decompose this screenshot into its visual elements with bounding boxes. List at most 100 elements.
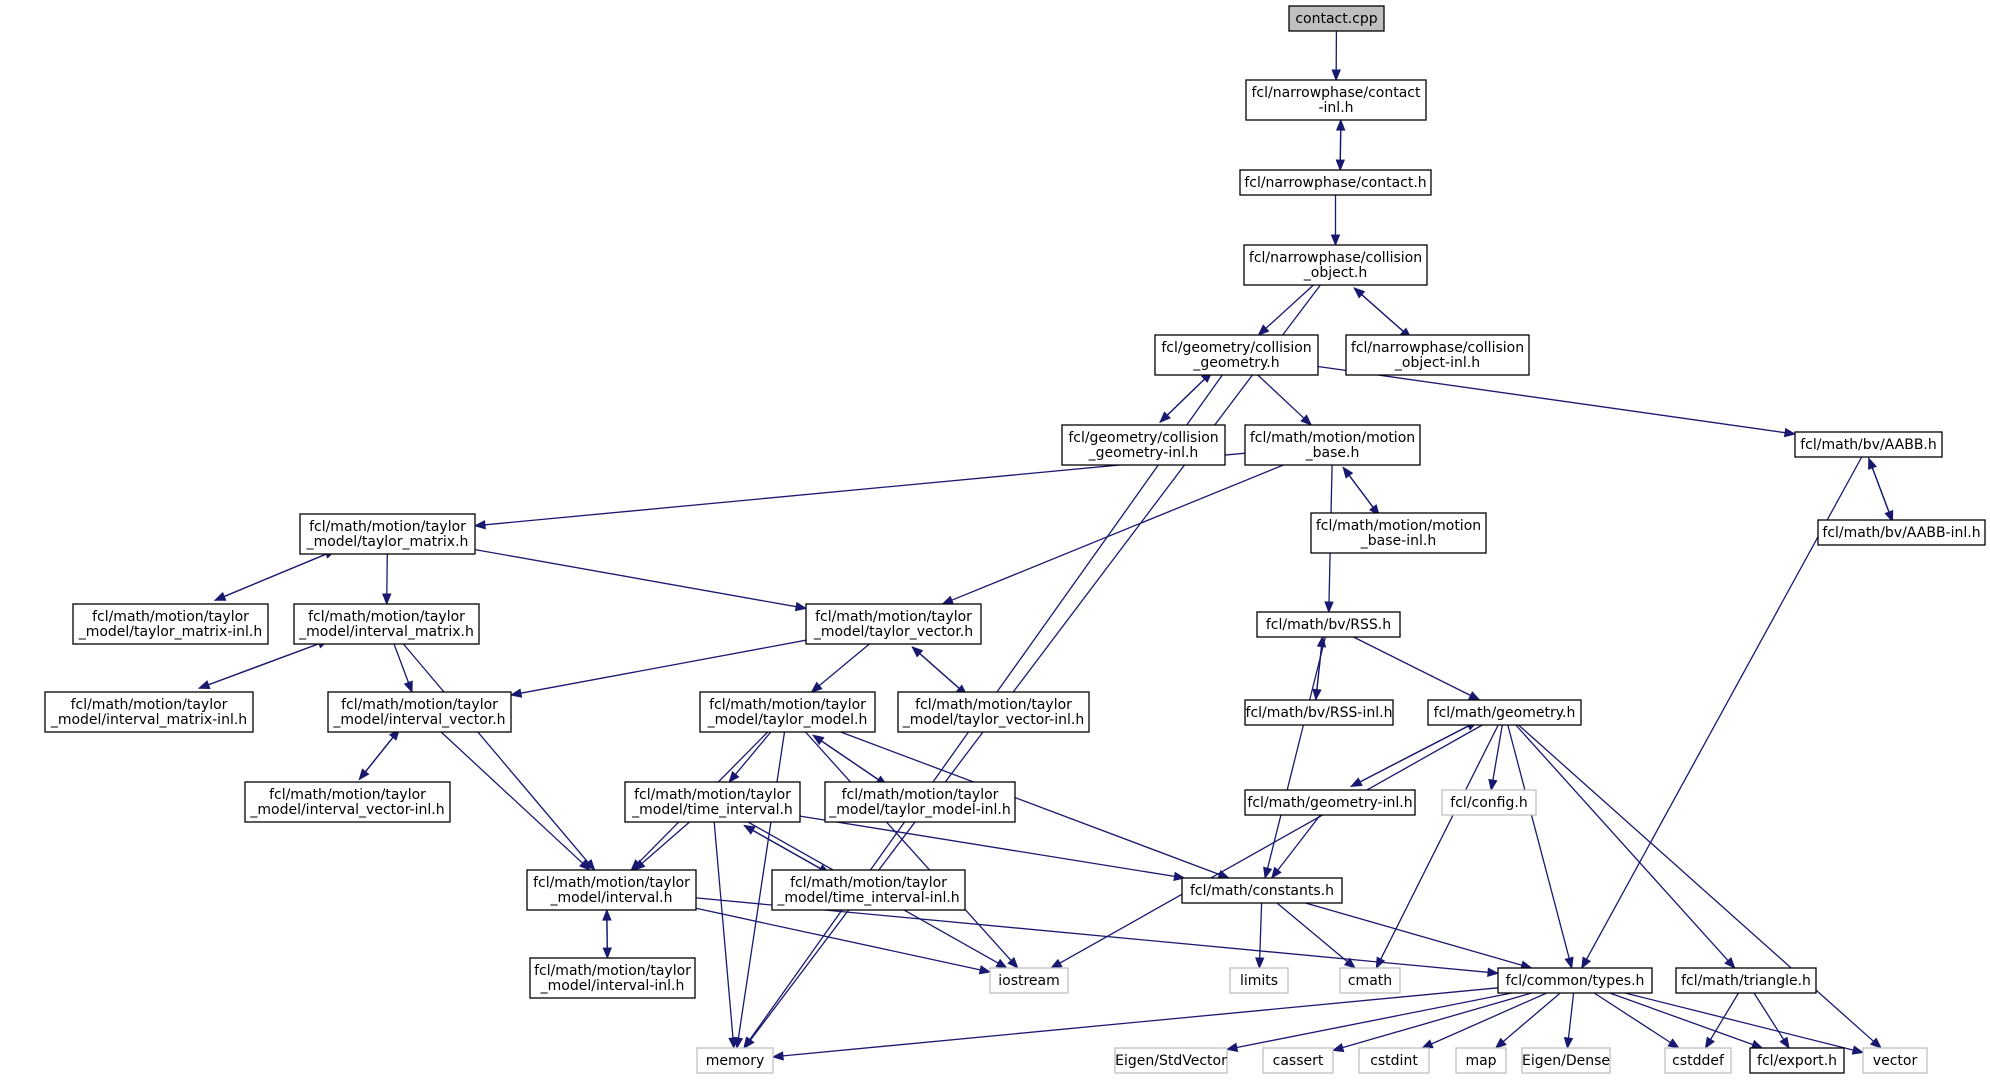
node-geometry-h[interactable]: fcl/math/geometry.h: [1427, 699, 1582, 726]
node-triangle[interactable]: fcl/math/triangle.h: [1675, 967, 1817, 994]
node-interval-matrix-inl[interactable]: fcl/math/motion/taylor_model/interval_ma…: [44, 691, 254, 733]
node-label: _object.h: [1303, 265, 1367, 281]
node-contact-cpp[interactable]: contact.cpp: [1288, 5, 1385, 32]
node-rss-inl[interactable]: fcl/math/bv/RSS-inl.h: [1244, 699, 1394, 726]
node-collision-geometry-inl[interactable]: fcl/geometry/collision_geometry-inl.h: [1061, 424, 1226, 466]
node-box: [805, 603, 982, 645]
arrowhead-icon: [1330, 234, 1341, 247]
node-interval-matrix[interactable]: fcl/math/motion/taylor_model/interval_ma…: [293, 603, 480, 645]
node-taylor-matrix-inl[interactable]: fcl/math/motion/taylor_model/taylor_matr…: [72, 603, 269, 645]
node-box: [1862, 1047, 1928, 1074]
node-export-h[interactable]: fcl/export.h: [1749, 1047, 1845, 1074]
edge-time_interval-to-memory: [713, 821, 738, 1050]
edge-collision_geometry-to-aabb: [1317, 365, 1797, 438]
arrowhead-icon: [1324, 601, 1334, 614]
node-label: fcl/math/motion/taylor: [790, 875, 947, 891]
edge-line: [1257, 374, 1305, 419]
node-time-interval[interactable]: fcl/math/motion/taylor_model/time_interv…: [624, 781, 801, 823]
node-label: _model/interval.h: [549, 890, 672, 906]
arrowhead-icon: [473, 520, 486, 530]
node-constants[interactable]: fcl/math/constants.h: [1181, 877, 1343, 904]
node-box: [1229, 967, 1289, 994]
arrowhead-icon: [633, 859, 646, 871]
node-vector[interactable]: vector: [1862, 1047, 1928, 1074]
node-label: memory: [706, 1053, 765, 1069]
node-time-interval-inl[interactable]: fcl/math/motion/taylor_model/time_interv…: [771, 869, 966, 911]
node-aabb-inl[interactable]: fcl/math/bv/AABB-inl.h: [1817, 519, 1986, 546]
node-taylor-model[interactable]: fcl/math/motion/taylor_model/taylor_mode…: [699, 691, 876, 733]
node-motion-base-inl[interactable]: fcl/math/motion/motion_base-inl.h: [1310, 512, 1487, 554]
arrowhead-icon: [1724, 957, 1736, 970]
arrowhead-icon: [1581, 956, 1592, 970]
edge-types-to-cstddef: [1593, 992, 1680, 1049]
node-collision-geometry[interactable]: fcl/geometry/collision_geometry.h: [1154, 334, 1319, 376]
edge-line: [1502, 992, 1561, 1042]
node-motion-base[interactable]: fcl/math/motion/motion_base.h: [1244, 424, 1421, 466]
node-label: fcl/math/motion/taylor: [634, 787, 791, 803]
node-interval-vector-inl[interactable]: fcl/math/motion/taylor_model/interval_ve…: [244, 781, 451, 823]
node-contact-inl[interactable]: fcl/narrowphase/contact-inl.h: [1245, 79, 1427, 121]
edge-motion_base-to-taylor_vector: [941, 464, 1284, 605]
node-cstdint[interactable]: cstdint: [1358, 1047, 1430, 1074]
node-taylor-vector-inl[interactable]: fcl/math/motion/taylor_model/taylor_vect…: [897, 691, 1090, 733]
arrowhead-icon: [1217, 869, 1231, 879]
node-taylor-model-inl[interactable]: fcl/math/motion/taylor_model/taylor_mode…: [824, 781, 1016, 823]
node-aabb[interactable]: fcl/math/bv/AABB.h: [1794, 431, 1943, 458]
node-label: _base-inl.h: [1360, 533, 1436, 549]
edge-rss-to-constants: [1263, 636, 1327, 880]
node-collision-object-inl[interactable]: fcl/narrowphase/collision_object-inl.h: [1345, 334, 1530, 376]
node-cassert[interactable]: cassert: [1262, 1047, 1334, 1074]
arrowhead-icon: [978, 965, 992, 975]
node-iostream[interactable]: iostream: [989, 967, 1069, 994]
node-label: fcl/math/bv/AABB.h: [1800, 437, 1937, 453]
node-label: _model/time_interval-inl.h: [776, 890, 959, 906]
node-label: _object-inl.h: [1394, 355, 1480, 371]
node-collision-object[interactable]: fcl/narrowphase/collision_object.h: [1243, 244, 1428, 286]
node-taylor-vector[interactable]: fcl/math/motion/taylor_model/taylor_vect…: [805, 603, 982, 645]
arrowhead-icon: [1494, 1037, 1507, 1049]
edge-constants-to-cmath: [1276, 902, 1357, 969]
arrowhead-icon: [1343, 957, 1357, 969]
node-eigen-dense[interactable]: Eigen/Dense: [1521, 1047, 1611, 1074]
node-config-h[interactable]: fcl/config.h: [1441, 789, 1537, 816]
edge-line: [735, 731, 772, 775]
node-memory[interactable]: memory: [696, 1047, 774, 1074]
node-interval-vector[interactable]: fcl/math/motion/taylor_model/interval_ve…: [327, 691, 512, 733]
arrowhead-icon: [1421, 1039, 1434, 1049]
edge-geometry_h-to-iostream: [1050, 724, 1483, 969]
edge-aabb_inl-to-aabb: [1868, 457, 1894, 522]
arrowhead-icon: [1300, 414, 1313, 426]
edge-line: [1507, 724, 1570, 959]
arrowhead-icon: [1750, 1039, 1764, 1049]
node-label: fcl/math/motion/taylor: [341, 697, 498, 713]
node-label: _model/interval_vector-inl.h: [249, 802, 444, 818]
node-taylor-matrix[interactable]: fcl/math/motion/taylor_model/taylor_matr…: [299, 513, 476, 555]
node-box: [1817, 519, 1986, 546]
node-box: [44, 691, 254, 733]
edge-line: [695, 907, 981, 971]
arrowhead-icon: [1331, 69, 1341, 82]
edge-constants-to-types: [1305, 902, 1533, 970]
edge-types-to-eigen_stdvector: [1225, 992, 1513, 1053]
edge-line: [198, 643, 320, 689]
node-interval[interactable]: fcl/math/motion/taylor_model/interval.h: [526, 869, 697, 911]
node-label: _model/taylor_matrix.h: [306, 534, 469, 550]
node-rss[interactable]: fcl/math/bv/RSS.h: [1256, 611, 1401, 638]
edge-interval_matrix-to-interval_vector: [393, 643, 413, 694]
node-box: [529, 957, 696, 999]
node-interval-inl[interactable]: fcl/math/motion/taylor_model/interval-in…: [529, 957, 696, 999]
node-limits[interactable]: limits: [1229, 967, 1289, 994]
node-cstddef[interactable]: cstddef: [1664, 1047, 1732, 1074]
node-map[interactable]: map: [1455, 1047, 1507, 1074]
node-box: [72, 603, 269, 645]
node-eigen-stdvector[interactable]: Eigen/StdVector: [1114, 1047, 1228, 1074]
edge-line: [402, 643, 589, 863]
node-cmath[interactable]: cmath: [1339, 967, 1401, 994]
node-contact-h[interactable]: fcl/narrowphase/contact.h: [1239, 169, 1432, 196]
edge-types-to-eigen_dense: [1563, 992, 1575, 1050]
node-types[interactable]: fcl/common/types.h: [1497, 967, 1653, 994]
node-label: Eigen/Dense: [1522, 1053, 1610, 1069]
arrowhead-icon: [728, 770, 740, 784]
node-geometry-inl[interactable]: fcl/math/geometry-inl.h: [1244, 789, 1416, 816]
